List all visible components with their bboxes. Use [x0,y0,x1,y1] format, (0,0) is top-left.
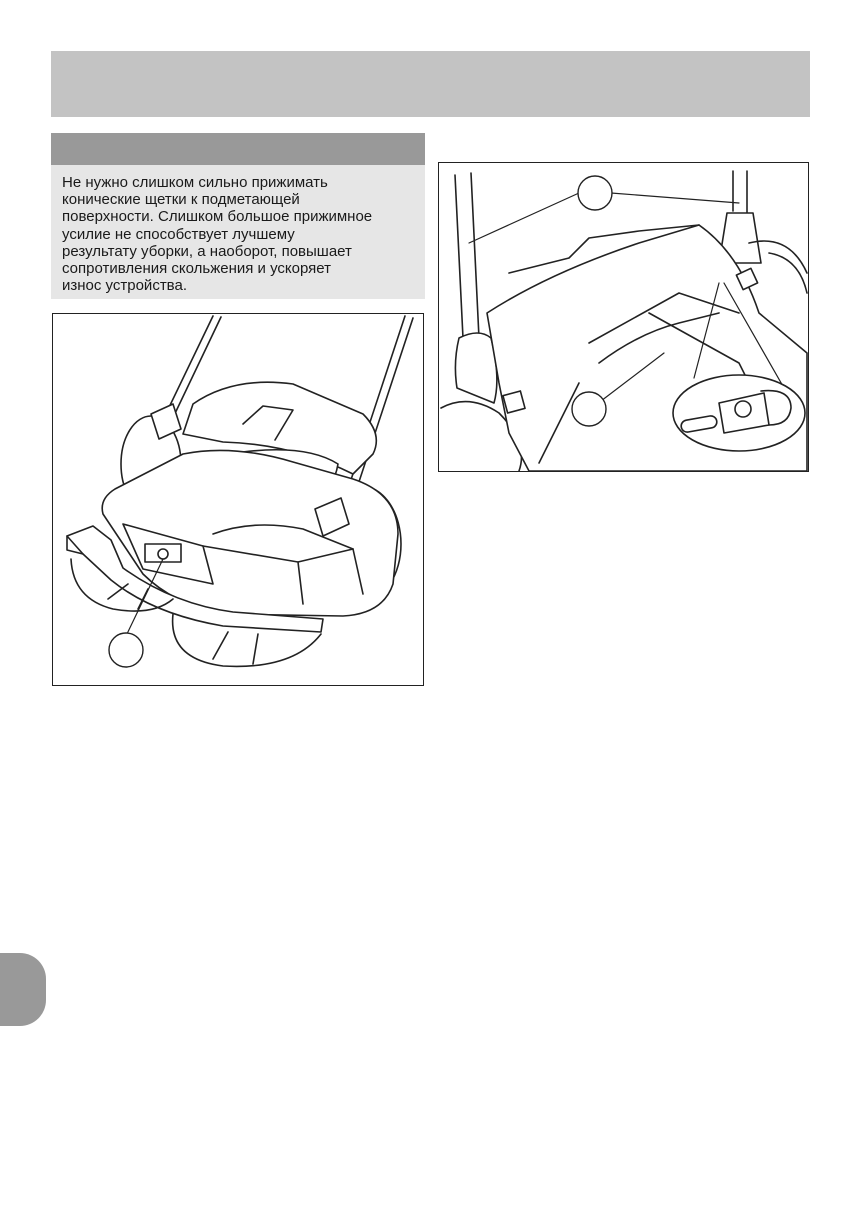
callout-circle-bottom [572,392,606,426]
note-box: Не нужно слишком сильно прижимать кониче… [51,133,425,299]
note-text: Не нужно слишком сильно прижимать кониче… [62,174,420,294]
side-chapter-tab [0,953,46,1026]
sweeper-front-illustration [53,314,423,685]
callout-circle [109,633,143,667]
page-header-bar [51,51,810,117]
note-header [51,133,425,165]
detail-callout-ellipse [673,375,805,451]
figure-sweeper-front [52,313,424,686]
figure-sweeper-rear-detail [438,162,809,472]
callout-circle-top [578,176,612,210]
sweeper-rear-detail-illustration [439,163,808,471]
